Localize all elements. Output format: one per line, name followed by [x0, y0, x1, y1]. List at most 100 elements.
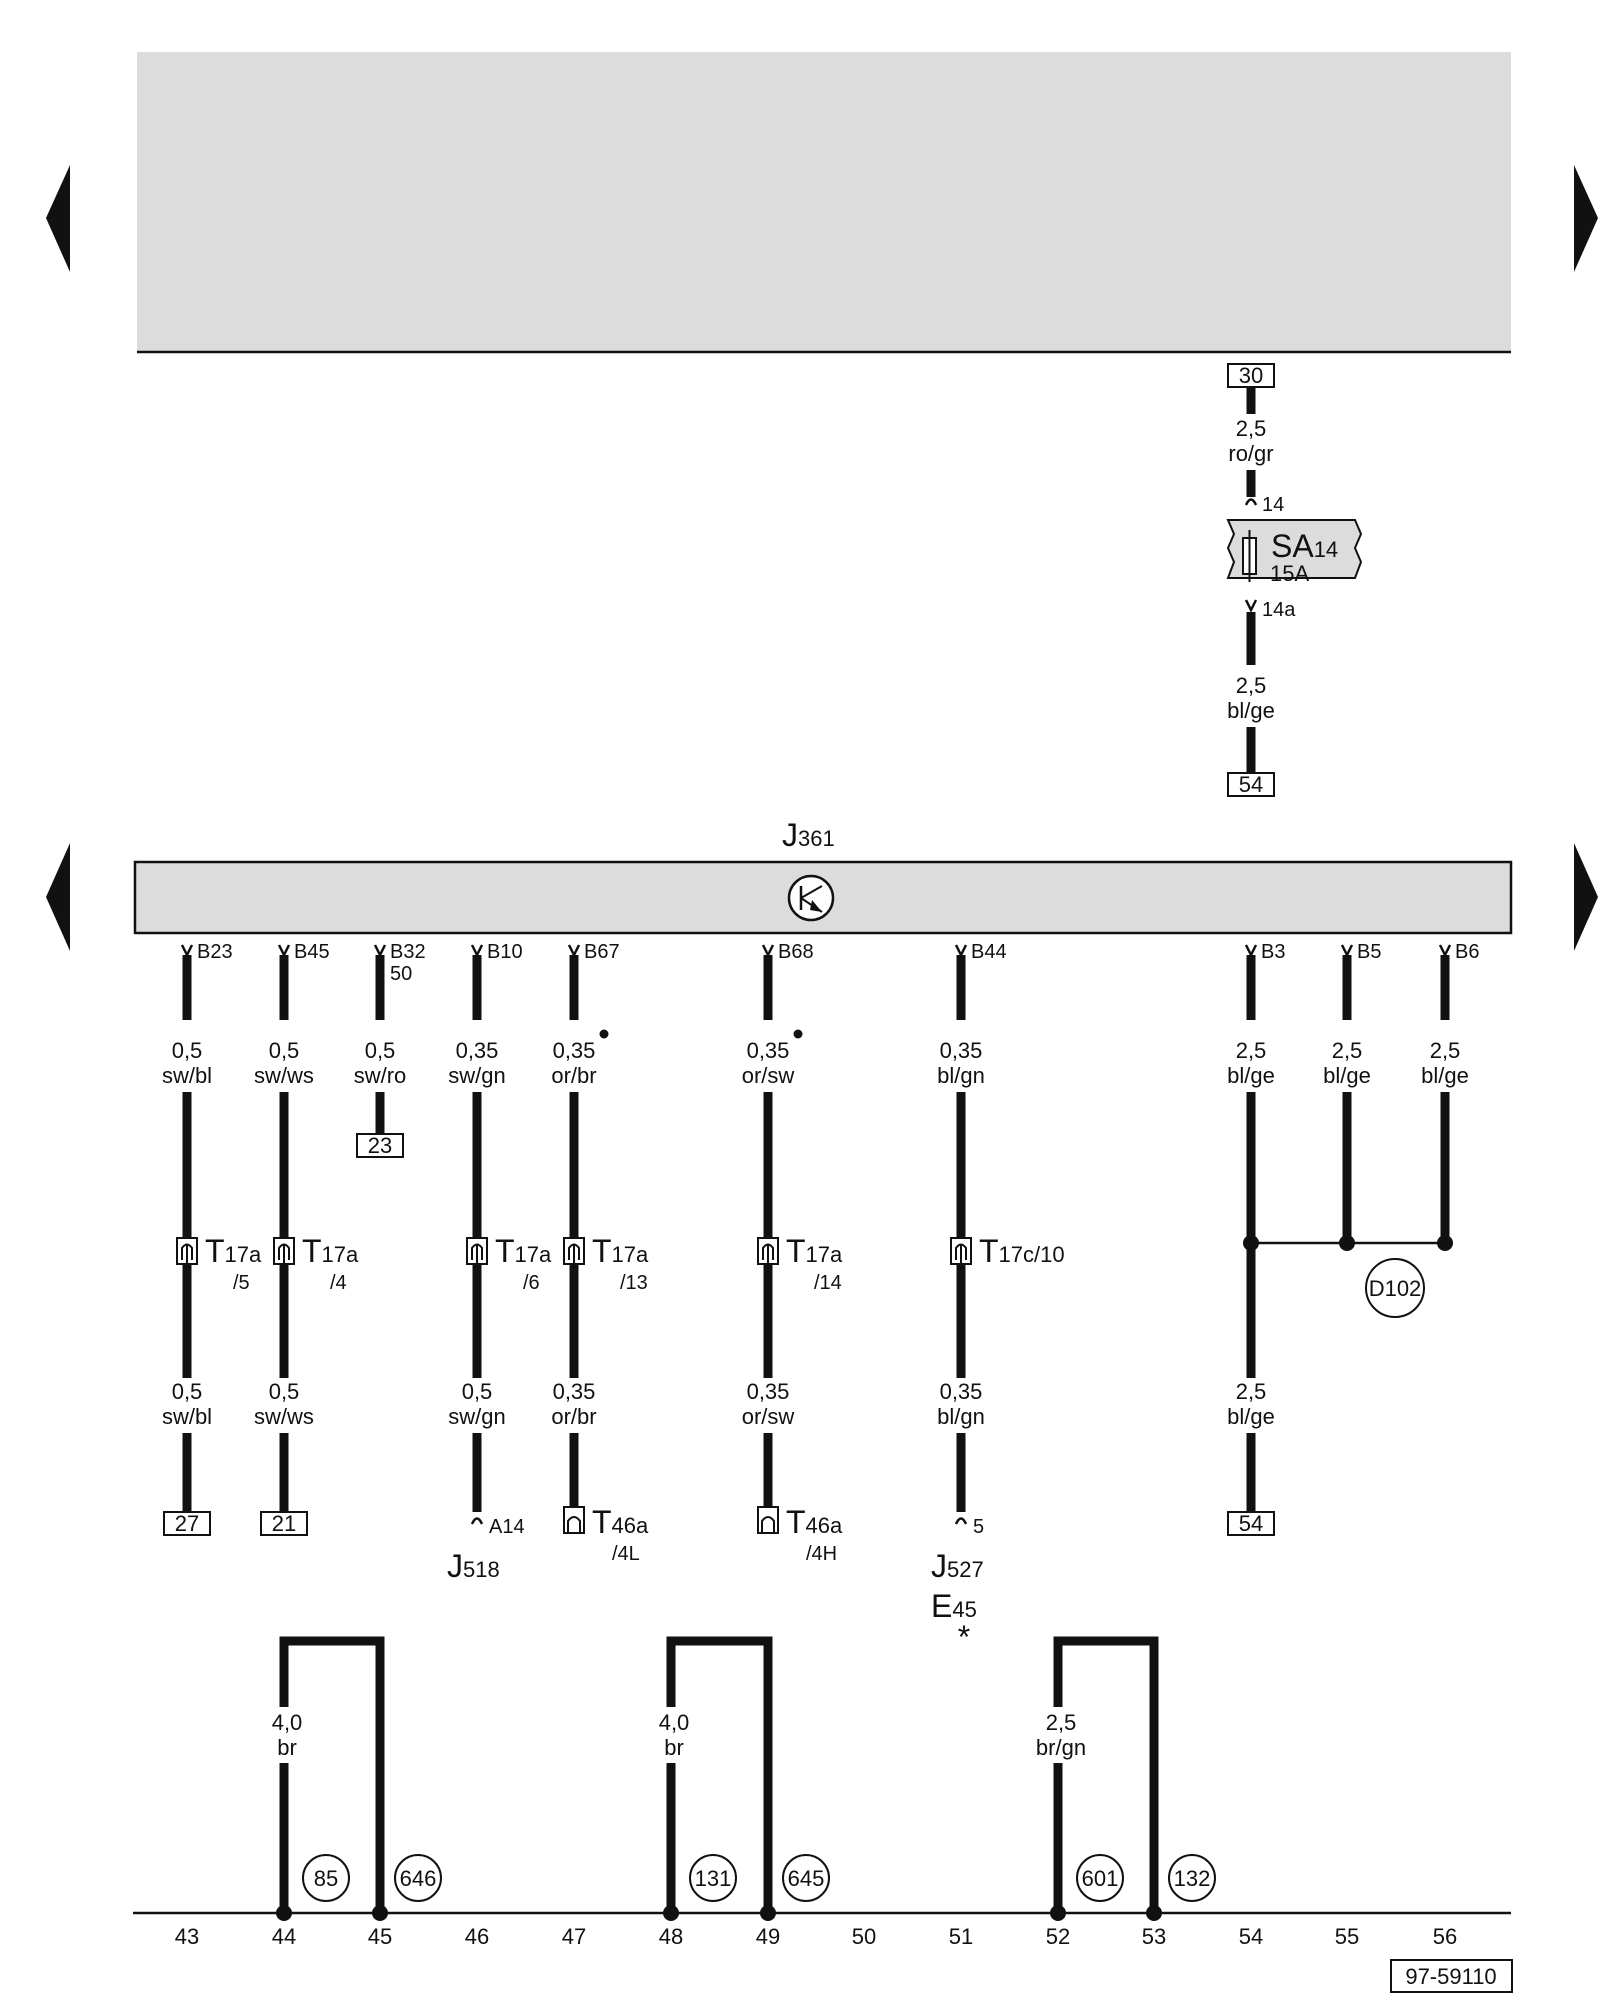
end-pin-label: A14: [489, 1516, 525, 1538]
wire-size: 0,35: [747, 1379, 790, 1404]
fuse-wire-size-out: 2,5: [1236, 673, 1267, 698]
diagram-code-box: [1390, 1959, 1513, 1993]
terminal-box: [1227, 1511, 1275, 1536]
end-note: *: [958, 1619, 970, 1655]
terminal-box: [163, 1511, 211, 1536]
wire-size: 0,5: [365, 1038, 396, 1063]
reference-circle: [302, 1854, 350, 1902]
end-pin-label: 5: [973, 1516, 984, 1538]
connector-icon: [273, 1237, 295, 1265]
pin-arrow: [761, 944, 775, 958]
connector-icon: [466, 1237, 488, 1265]
jumper-label-bg: [1032, 1707, 1084, 1763]
column-number: 44: [272, 1924, 296, 1949]
splice-node: [1339, 1235, 1355, 1251]
column-number: 54: [1239, 1924, 1263, 1949]
jumper-color: br/gn: [1036, 1735, 1086, 1760]
pin-label: B3: [1261, 941, 1285, 963]
terminal-box-label: 27: [175, 1511, 199, 1536]
wire-color: sw/ws: [254, 1063, 314, 1088]
splice-node: [1437, 1235, 1453, 1251]
connector-pin-label: /13: [620, 1272, 648, 1294]
jumper-size: 4,0: [659, 1710, 690, 1735]
wire-color: sw/ro: [354, 1063, 407, 1088]
pin-arrow: [1244, 944, 1258, 958]
arrow-left-icon[interactable]: [46, 165, 70, 272]
reference-circle-label: 601: [1082, 1866, 1119, 1891]
pin-arrow: [277, 944, 291, 958]
arrow-left-icon[interactable]: [46, 843, 70, 951]
pin-extra-label: 50: [390, 963, 412, 985]
splice-label: D102: [1369, 1276, 1422, 1301]
column-number: 56: [1433, 1924, 1457, 1949]
wire-size: 0,35: [456, 1038, 499, 1063]
transistor-icon: [787, 874, 835, 922]
dot-marker: [599, 1029, 609, 1039]
column-number: 52: [1046, 1924, 1070, 1949]
pin-label: B23: [197, 941, 233, 963]
fuse-rating: 15A: [1270, 561, 1309, 586]
ground-jumper: [666, 1636, 773, 1913]
wire-size: 0,5: [269, 1379, 300, 1404]
pin-socket: [470, 1517, 484, 1525]
ground-jumper: [279, 1636, 385, 1913]
column-number: 43: [175, 1924, 199, 1949]
connector-pin-label: /6: [523, 1272, 540, 1294]
jumper-size: 2,5: [1046, 1710, 1077, 1735]
column-number: 53: [1142, 1924, 1166, 1949]
wires-layer: B230,5sw/blT17a/50,5sw/bl27B450,5sw/wsT1…: [162, 941, 1480, 1655]
column-number: 55: [1335, 1924, 1359, 1949]
reference-circle-label: 131: [695, 1866, 732, 1891]
diagram-code: 97-59110: [1405, 1964, 1496, 1989]
wire-color: bl/ge: [1323, 1063, 1371, 1088]
column-number: 51: [949, 1924, 973, 1949]
wire-size: 0,35: [747, 1038, 790, 1063]
reference-circle: [689, 1854, 737, 1902]
column-number: 49: [756, 1924, 780, 1949]
splice-node: [1243, 1235, 1259, 1251]
dot-marker: [793, 1029, 803, 1039]
pin-arrow: [180, 944, 194, 958]
fuse-bottom-box: 54: [1239, 772, 1263, 797]
fuse-holder: [1226, 519, 1363, 579]
reference-circle: [782, 1854, 830, 1902]
connector-icon: [757, 1506, 779, 1534]
pin-label: B44: [971, 941, 1007, 963]
terminal-box: [356, 1133, 404, 1158]
connector-label: T17a: [592, 1233, 649, 1269]
wire-color: or/br: [551, 1404, 596, 1429]
arrow-right-icon[interactable]: [1574, 843, 1598, 951]
connector-icon: [176, 1237, 198, 1265]
pin-arrow: [567, 944, 581, 958]
pin-arrow: [373, 944, 387, 958]
end-component2-label: E45: [931, 1588, 977, 1624]
fuse-name: SA14: [1271, 528, 1338, 564]
control-unit-label: J361: [782, 817, 835, 853]
wire-color: or/sw: [742, 1404, 795, 1429]
wire-color: sw/gn: [448, 1404, 505, 1429]
wire-color: bl/gn: [937, 1404, 985, 1429]
arrow-right-icon[interactable]: [1574, 165, 1598, 272]
wire-size: 2,5: [1236, 1038, 1267, 1063]
terminal-box: [260, 1511, 308, 1536]
wire-size: 0,5: [172, 1038, 203, 1063]
wire-color: sw/ws: [254, 1404, 314, 1429]
end-component-label: J518: [447, 1548, 500, 1584]
column-number: 48: [659, 1924, 683, 1949]
pin-label: B32: [390, 941, 426, 963]
wire-size: 0,35: [553, 1038, 596, 1063]
connector-pin-label: /5: [233, 1272, 250, 1294]
ground-jumper: [1053, 1636, 1159, 1913]
fuse-pin-out: 14a: [1262, 599, 1296, 621]
jumper-color: br: [277, 1735, 297, 1760]
end-connector-label: T46a: [592, 1504, 649, 1540]
wire-color: bl/ge: [1421, 1063, 1469, 1088]
wire-size: 2,5: [1430, 1038, 1461, 1063]
pin-arrow: [470, 944, 484, 958]
connector-pin-label: /14: [814, 1272, 842, 1294]
wire-size: 0,35: [940, 1038, 983, 1063]
wire-color: bl/gn: [937, 1063, 985, 1088]
terminal-box-label: 54: [1239, 1511, 1263, 1536]
wire-color: or/br: [551, 1063, 596, 1088]
